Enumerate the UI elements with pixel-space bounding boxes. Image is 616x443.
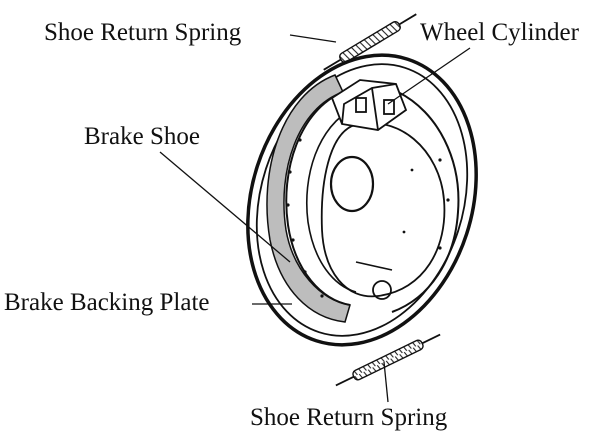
top-return-spring: [323, 13, 417, 71]
leader-wheel-cylinder: [387, 47, 471, 105]
leader-brake-shoe: [159, 151, 291, 263]
label-brake-shoe: Brake Shoe: [84, 123, 200, 150]
right-brake-shoe: [391, 91, 460, 313]
lining-rivets: [286, 138, 450, 298]
backing-plate-face: [320, 122, 446, 298]
anchor-link: [355, 261, 393, 271]
leader-lines: [159, 34, 471, 403]
label-brake-backing-plate: Brake Backing Plate: [4, 289, 210, 316]
backing-plate-rim-inner: [255, 63, 469, 337]
anchor-pin: [372, 280, 392, 300]
wheel-cylinder: [330, 79, 408, 131]
leader-top-spring: [289, 34, 337, 43]
brake-drum-assembly: [246, 53, 478, 347]
brake-shoe-web: [285, 91, 351, 306]
bottom-return-spring: [335, 333, 441, 387]
brake-shoe-web-inner: [306, 107, 357, 293]
label-shoe-return-spring-top: Shoe Return Spring: [44, 19, 242, 46]
leader-bottom-spring: [383, 361, 389, 403]
label-wheel-cylinder: Wheel Cylinder: [420, 19, 579, 46]
backing-plate-rim-outer: [246, 53, 478, 347]
hub-hole: [329, 155, 375, 213]
label-shoe-return-spring-bottom: Shoe Return Spring: [250, 404, 448, 431]
